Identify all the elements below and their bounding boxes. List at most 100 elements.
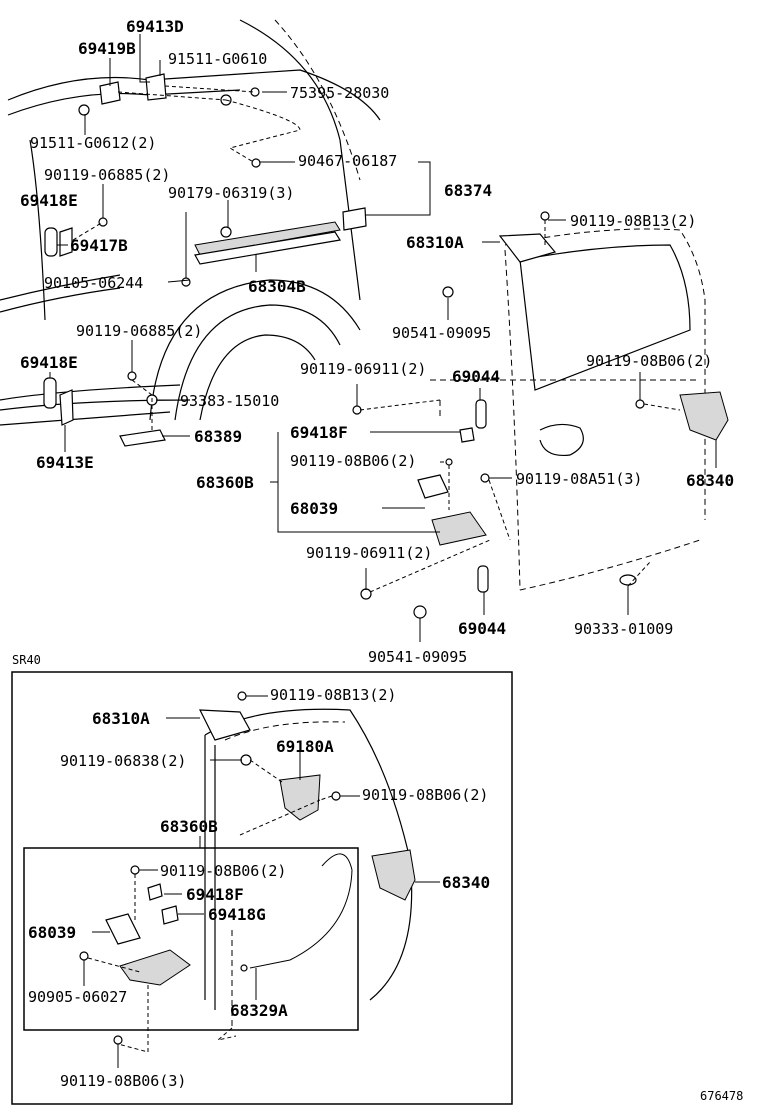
bracket-glyph	[59, 389, 74, 426]
bolt-glyph	[540, 211, 550, 221]
label-68039-inset: 68039	[28, 923, 76, 942]
label-68310A-inset: 68310A	[92, 709, 150, 728]
label-90333-01009: 90333-01009	[574, 620, 673, 638]
stopper-glyph	[161, 905, 179, 925]
bolt-glyph	[331, 791, 341, 801]
label-68389: 68389	[194, 427, 242, 446]
label-90119-08B13-upper: 90119-08B13(2)	[570, 212, 696, 230]
label-69418G: 69418G	[208, 905, 266, 924]
leader-lines-inset	[83, 695, 440, 1068]
bolt-glyph	[352, 405, 362, 415]
bolt-glyph	[635, 399, 645, 409]
cover-glyph	[475, 399, 487, 429]
label-90119-08B06-center: 90119-08B06(2)	[290, 452, 416, 470]
label-69413E: 69413E	[36, 453, 94, 472]
label-68340-upper: 68340	[686, 471, 734, 490]
labels-inset: 90119-08B13(2) 68310A 69180A 90119-06838…	[28, 686, 490, 1090]
leader-lines-upper	[49, 34, 717, 642]
label-69417B: 69417B	[70, 236, 128, 255]
label-90905-06027: 90905-06027	[28, 988, 127, 1006]
label-68329A: 68329A	[230, 1001, 288, 1020]
sr40-inset	[11, 671, 513, 1105]
clip-glyph	[181, 277, 191, 287]
vehicle-body-outline-upper	[0, 19, 706, 591]
latch-glyph	[371, 849, 416, 901]
bolt-glyph	[98, 217, 108, 227]
label-68039-upper: 68039	[290, 499, 338, 518]
label-91511-G0610: 91511-G0610	[168, 50, 267, 68]
bolt-glyph	[220, 226, 232, 238]
label-68310A-upper: 68310A	[406, 233, 464, 252]
nut-glyph	[251, 158, 261, 168]
figure-id: 676478	[700, 1089, 743, 1103]
plug-glyph	[413, 605, 427, 619]
roller-glyph	[417, 474, 449, 499]
label-75395-28030: 75395-28030	[290, 84, 389, 102]
label-90119-06838: 90119-06838(2)	[60, 752, 186, 770]
label-90119-08B06-right: 90119-08B06(2)	[586, 352, 712, 370]
bolt-glyph	[237, 691, 247, 701]
label-90119-08B13-inset: 90119-08B13(2)	[270, 686, 396, 704]
label-69418F-inset: 69418F	[186, 885, 244, 904]
label-90119-08B06-inset-bottom: 90119-08B06(3)	[60, 1072, 186, 1090]
roller-arm-glyph	[498, 233, 557, 263]
label-90179-06319: 90179-06319(3)	[168, 184, 294, 202]
arm-glyph	[431, 511, 487, 546]
hinge-plate-glyph	[99, 81, 121, 105]
label-90119-08A51: 90119-08A51(3)	[516, 470, 642, 488]
stopper-glyph	[147, 883, 163, 901]
label-68374: 68374	[444, 181, 492, 200]
label-90119-06885-lower: 90119-06885(2)	[76, 322, 202, 340]
sr40-inner-frame	[23, 847, 359, 1031]
bracket-glyph	[59, 227, 73, 257]
label-90467-06187: 90467-06187	[298, 152, 397, 170]
label-90119-06885-upper: 90119-06885(2)	[44, 166, 170, 184]
label-69180A: 69180A	[276, 737, 334, 756]
roller-glyph	[105, 913, 141, 945]
bolt-glyph	[130, 865, 140, 875]
plug-glyph	[619, 574, 637, 586]
bolt-glyph	[360, 588, 372, 600]
bolt-glyph	[78, 104, 90, 116]
label-91511-G0612: 91511-G0612(2)	[30, 134, 156, 152]
part-glyphs-upper	[43, 73, 729, 619]
cable-glyph	[249, 853, 353, 969]
bracket-68389-glyph	[119, 429, 166, 447]
actuator-glyph	[279, 774, 321, 821]
label-90119-08B06-inset-inner: 90119-08B06(2)	[160, 862, 286, 880]
cover-glyph	[44, 227, 58, 257]
stopper-glyph	[459, 427, 475, 443]
rail-glyph	[194, 221, 341, 256]
label-69419B: 69419B	[78, 39, 136, 58]
label-68360B-upper: 68360B	[196, 473, 254, 492]
label-69418F-upper: 69418F	[290, 423, 348, 442]
cable-end-glyph	[240, 964, 248, 972]
bolt-glyph	[445, 458, 453, 466]
bolt-glyph	[113, 1035, 123, 1045]
label-90119-08B06-inset-right: 90119-08B06(2)	[362, 786, 488, 804]
label-90119-06911-upper: 90119-06911(2)	[300, 360, 426, 378]
label-69044-upper: 69044	[452, 367, 500, 386]
label-69044-lower: 69044	[458, 619, 506, 638]
latch-glyph	[679, 391, 729, 441]
variant-label: SR40	[12, 653, 41, 667]
bolt-glyph	[240, 754, 252, 766]
label-90541-09095-lower: 90541-09095	[368, 648, 467, 666]
roller-arm-glyph	[199, 709, 251, 741]
label-90119-06911-lower: 90119-06911(2)	[306, 544, 432, 562]
labels-upper: 69413D 69419B 91511-G0610 75395-28030 91…	[20, 17, 734, 666]
sr40-outer-frame	[11, 671, 513, 1105]
label-93383-15010: 93383-15010	[180, 392, 279, 410]
rail-lower-glyph	[194, 231, 341, 265]
rail-end-cap-glyph	[342, 207, 367, 231]
label-68304B: 68304B	[248, 277, 306, 296]
label-69413D: 69413D	[126, 17, 184, 36]
plug-glyph	[442, 286, 454, 298]
bolt-glyph	[127, 371, 137, 381]
label-68340-inset: 68340	[442, 873, 490, 892]
label-90541-09095-upper: 90541-09095	[392, 324, 491, 342]
label-68360B-inset: 68360B	[160, 817, 218, 836]
bolt-glyph	[480, 473, 490, 483]
bolt-glyph	[79, 951, 89, 961]
